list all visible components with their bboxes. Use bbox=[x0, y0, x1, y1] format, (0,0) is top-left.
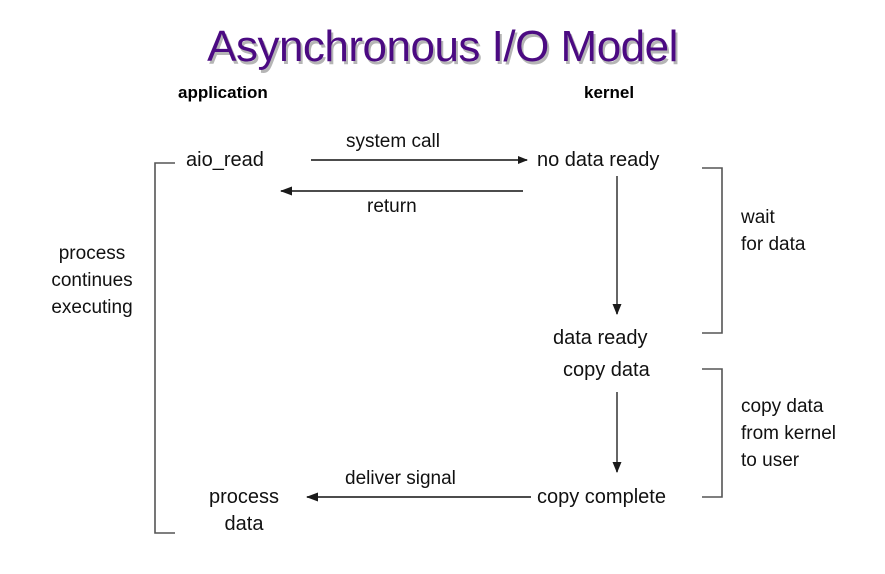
page-title: Asynchronous I/O Model bbox=[207, 22, 678, 71]
annotation-wait-line-2: for data bbox=[741, 234, 806, 255]
annotation-copy-line-3: to user bbox=[741, 450, 800, 471]
edge-label-return: return bbox=[367, 196, 417, 217]
node-aio-read: aio_read bbox=[186, 149, 264, 171]
node-data-ready: data ready bbox=[553, 327, 648, 349]
node-process-data: process data bbox=[185, 484, 303, 538]
annotation-process-line-3: executing bbox=[51, 297, 133, 318]
edge-label-system-call: system call bbox=[346, 131, 440, 152]
bracket-wait-for-data bbox=[702, 167, 723, 334]
annotation-process-line-2: continues bbox=[51, 270, 133, 291]
annotation-wait-for-data: wait for data bbox=[741, 204, 805, 258]
annotation-process-continues-executing: process continues executing bbox=[36, 240, 148, 321]
annotation-copy-line-2: from kernel bbox=[741, 423, 837, 444]
bracket-copy-from-kernel-to-user bbox=[702, 368, 723, 498]
annotation-wait-line-1: wait bbox=[741, 207, 775, 228]
node-process-data-line-2: data bbox=[224, 513, 264, 535]
node-no-data-ready: no data ready bbox=[537, 149, 660, 171]
column-header-application: application bbox=[178, 83, 268, 102]
annotation-copy-from-kernel-to-user: copy data from kernel to user bbox=[741, 393, 836, 474]
node-copy-data: copy data bbox=[563, 359, 650, 381]
node-process-data-line-1: process bbox=[208, 486, 280, 508]
annotation-copy-line-1: copy data bbox=[741, 396, 824, 417]
edge-label-deliver-signal: deliver signal bbox=[345, 468, 456, 489]
bracket-process-continues-executing bbox=[154, 162, 175, 534]
column-header-kernel: kernel bbox=[584, 83, 635, 102]
annotation-process-line-1: process bbox=[58, 243, 126, 264]
node-copy-complete: copy complete bbox=[537, 486, 666, 508]
